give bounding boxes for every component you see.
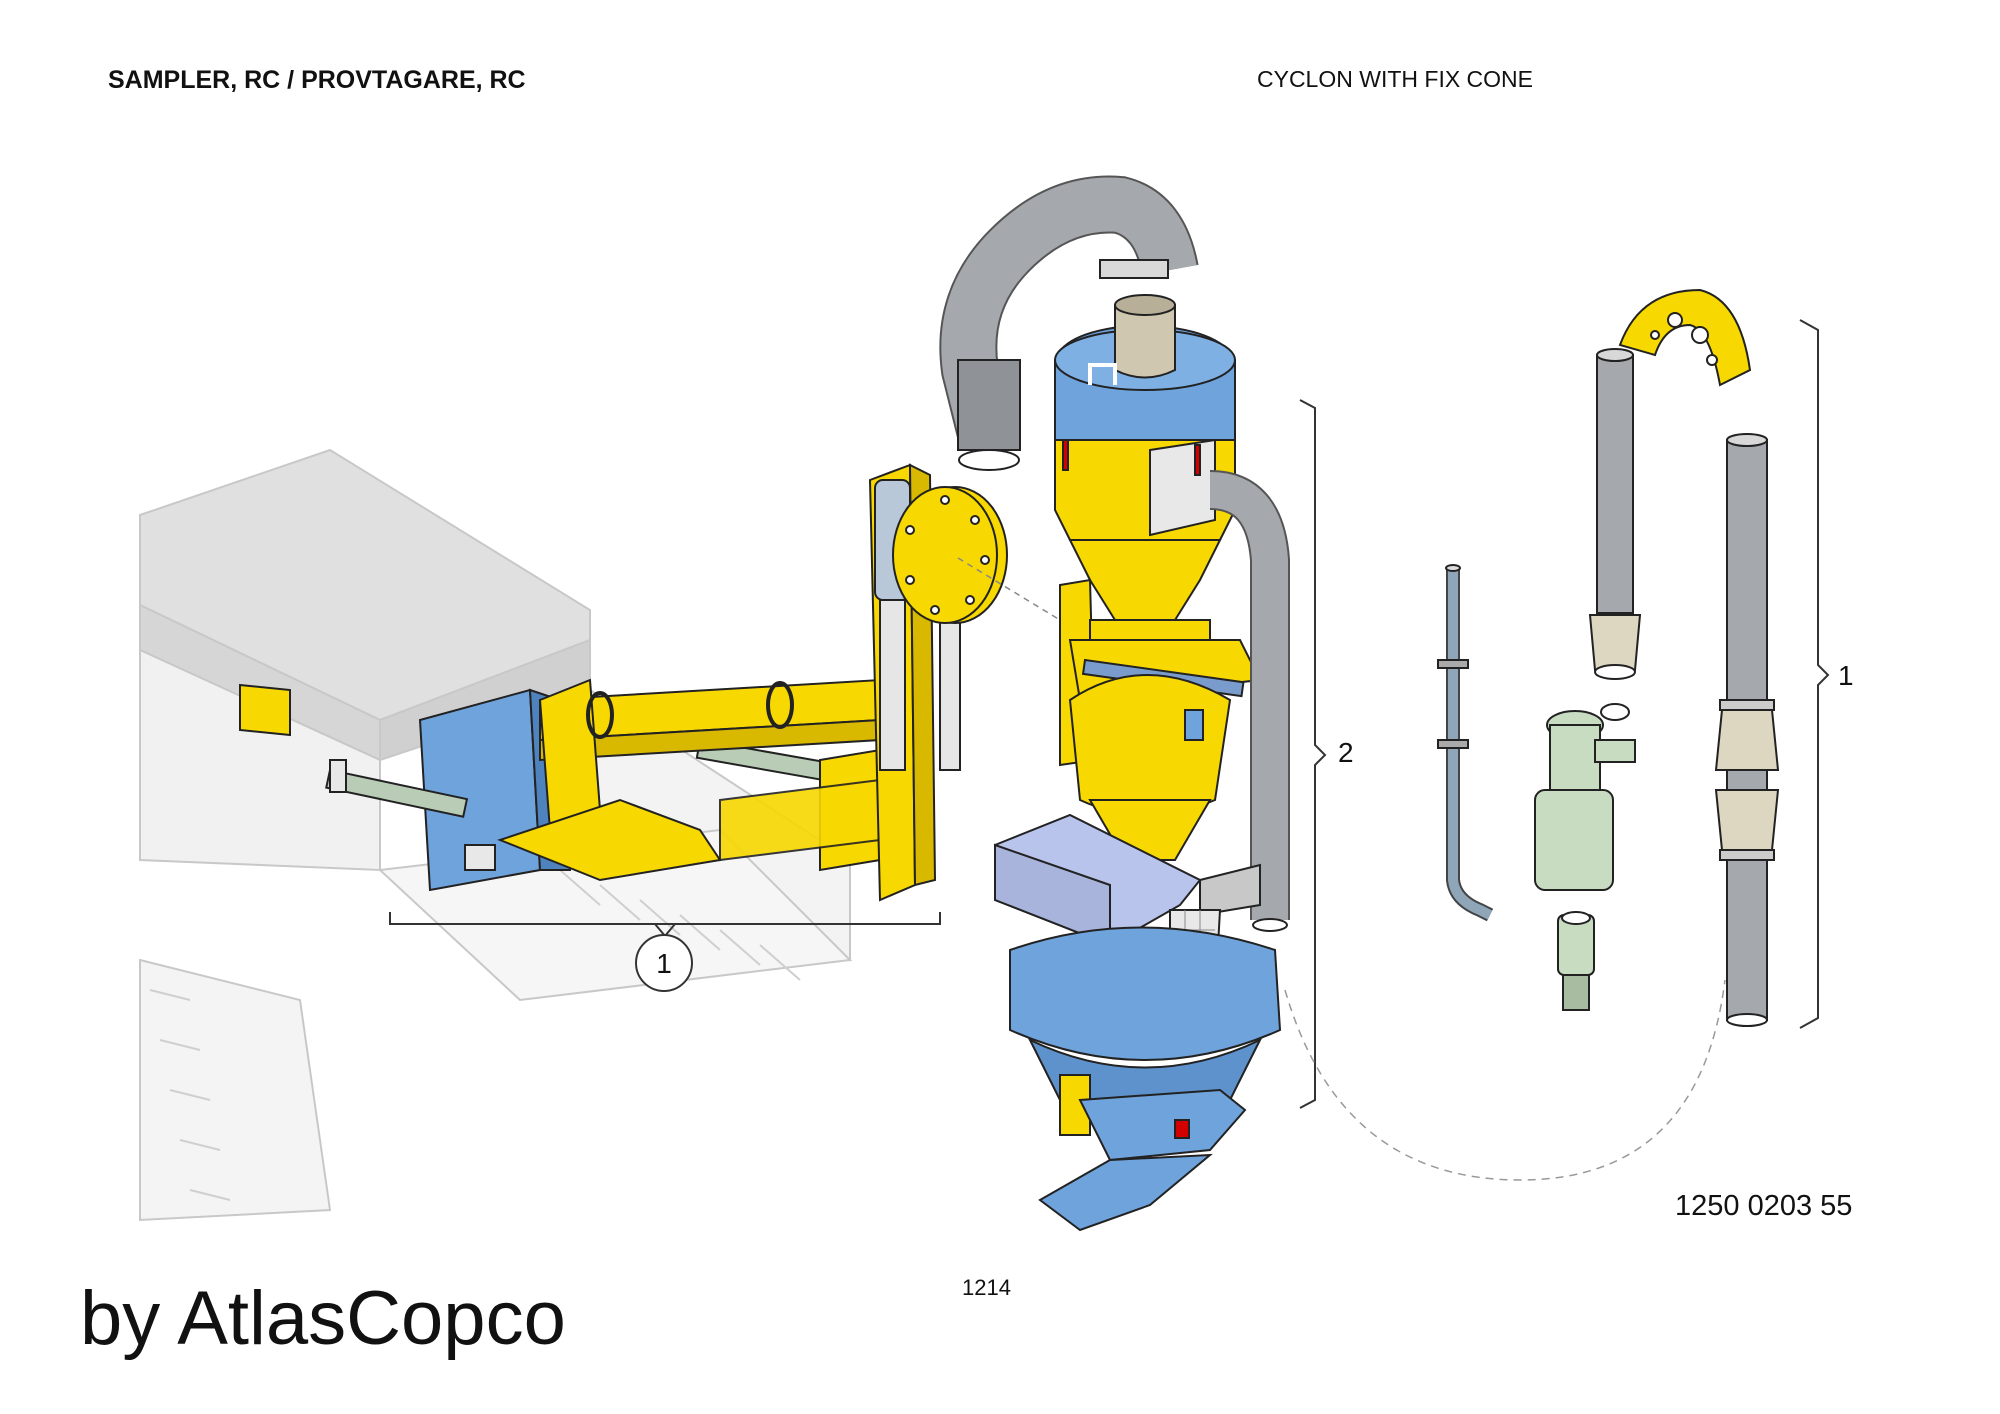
leader-line xyxy=(957,557,1061,621)
hose-assembly-callout: 1 xyxy=(1838,660,1854,691)
cyclone-assembly-bracket xyxy=(1299,399,1327,1109)
long-hose xyxy=(1714,433,1780,1027)
brand-watermark: by AtlasCopco xyxy=(80,1276,566,1361)
mounting-arm-assembly xyxy=(239,678,881,892)
cyclone-base xyxy=(1009,926,1282,1232)
perforated-flange xyxy=(1618,288,1752,387)
thin-pipe xyxy=(1437,564,1494,922)
part-number: 1250 0203 55 xyxy=(1675,1190,1853,1222)
green-valve xyxy=(1534,703,1636,1011)
side-outlet-hose xyxy=(1208,470,1290,932)
cyclone-body xyxy=(1054,438,1262,861)
drawing-title: SAMPLER, RC / PROVTAGARE, RC xyxy=(108,66,526,94)
drawing-subtitle: CYCLON WITH FIX CONE xyxy=(1257,66,1534,92)
hose-assembly-bracket xyxy=(1799,319,1830,1029)
track-teeth-ghost xyxy=(149,869,801,1201)
page-number: 1214 xyxy=(962,1275,1011,1300)
cyclone-assembly-callout: 2 xyxy=(1338,737,1354,768)
inlet-elbow-hose xyxy=(939,175,1199,471)
cyclone-top-cap xyxy=(1054,294,1236,441)
short-hose xyxy=(1588,348,1642,680)
left-assembly-callout-circle xyxy=(635,934,693,992)
leader-line-to-hose-assembly xyxy=(1284,979,1726,1181)
left-assembly-callout: 1 xyxy=(656,948,672,979)
flange-cover xyxy=(892,486,1008,624)
